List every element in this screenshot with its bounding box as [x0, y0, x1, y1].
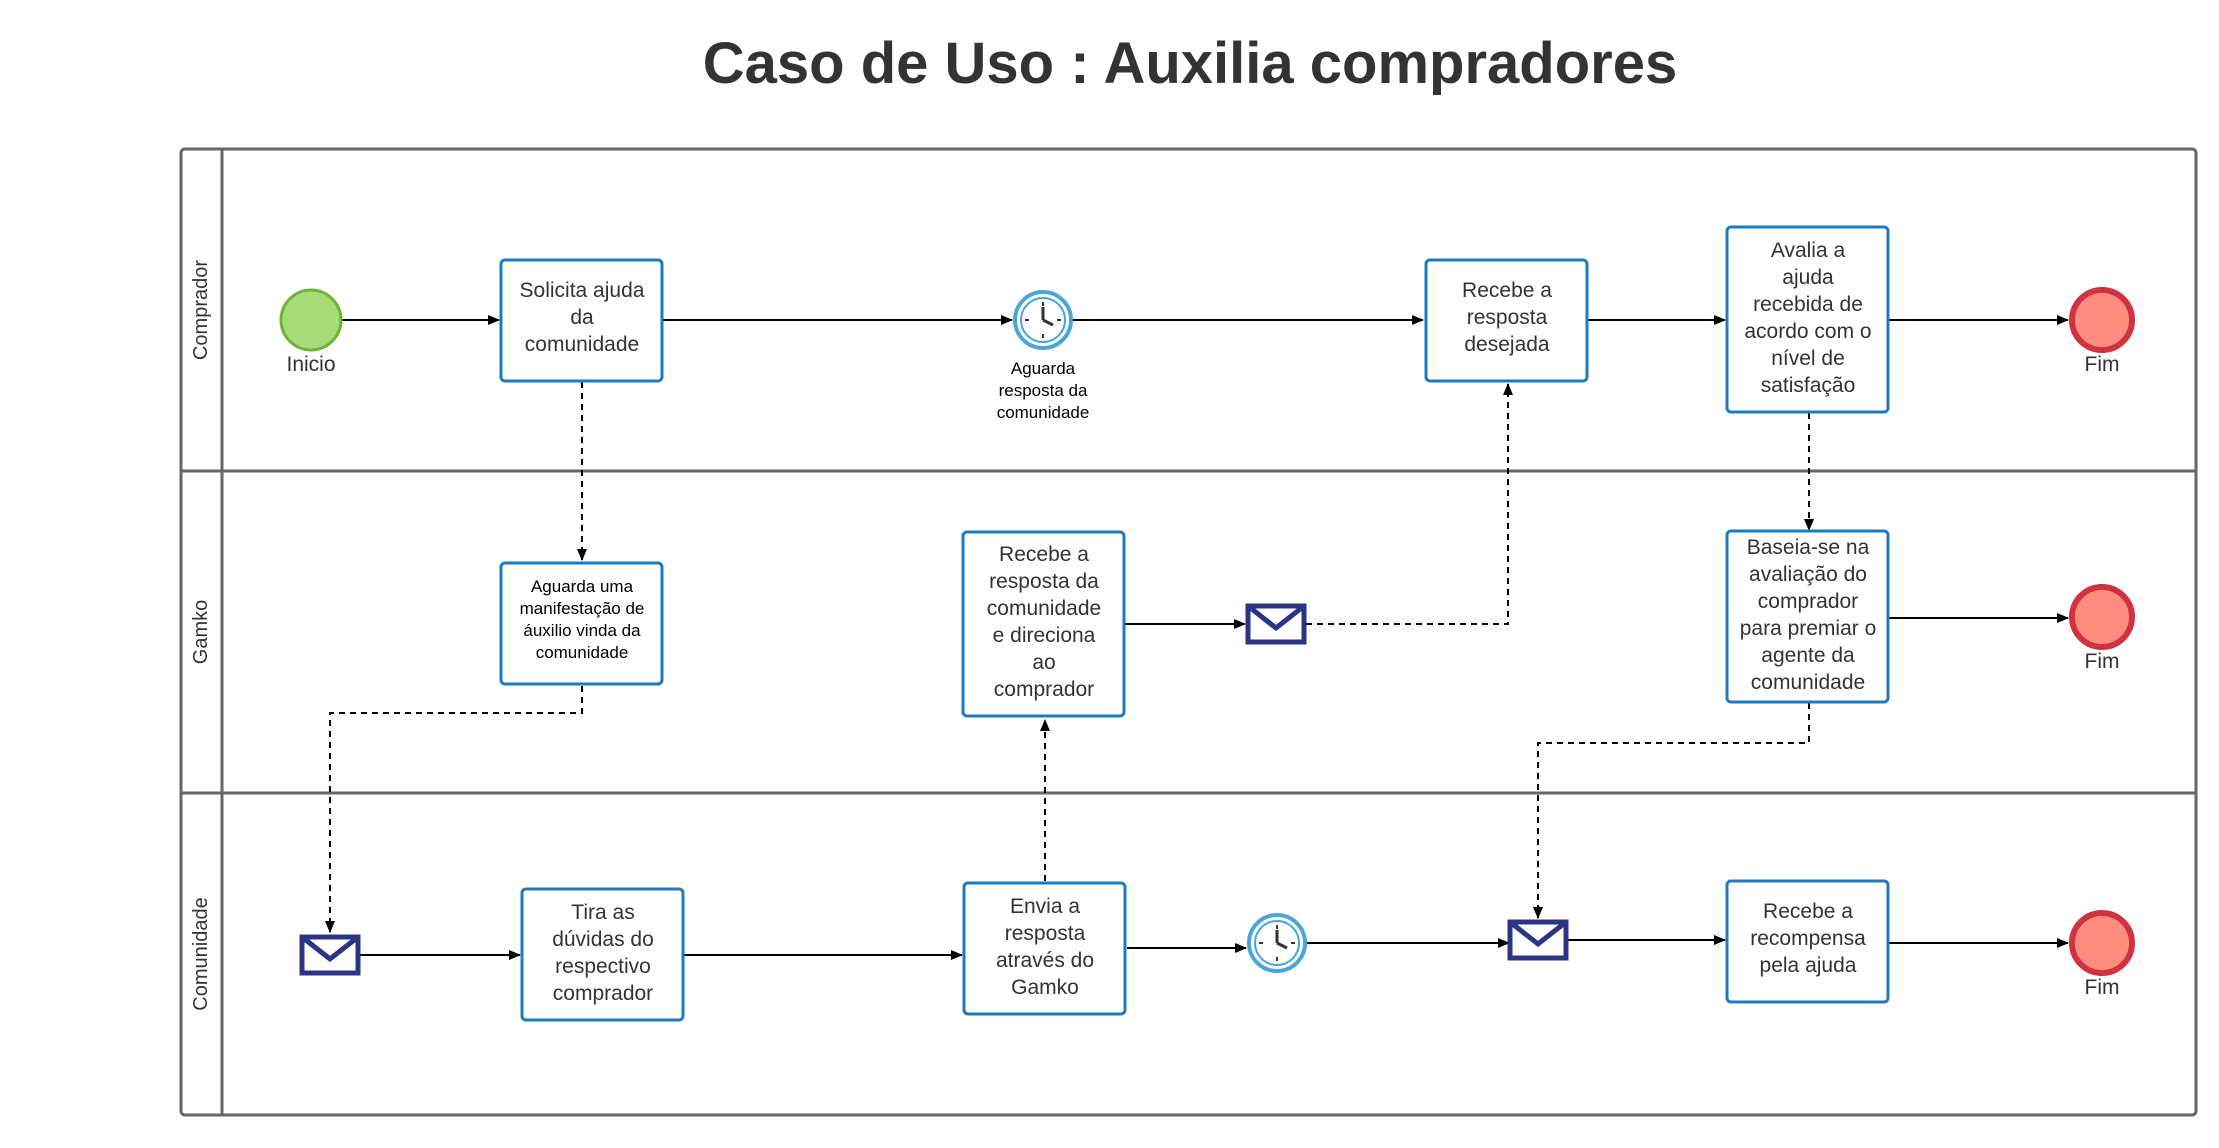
lane-label-comunidade: Comunidade: [190, 897, 212, 1010]
task-line: comunidade: [1751, 671, 1865, 694]
start-event-circle: [279, 288, 343, 352]
task-aguarda-manifestacao: Aguarda uma manifestação de áuxilio vind…: [499, 561, 664, 686]
task-line: respectivo: [555, 955, 651, 978]
task-line: recebida de: [1753, 293, 1863, 316]
end-event-label: Fim: [2085, 353, 2120, 376]
task-line: resposta da: [989, 570, 1099, 593]
task-line: áuxilio vinda da: [523, 621, 641, 640]
task-recebe-desejada: Recebe a resposta desejada: [1424, 258, 1589, 383]
start-event-label: Inicio: [286, 353, 335, 376]
task-line: Aguarda uma: [531, 577, 634, 596]
envelope-icon: [1245, 603, 1307, 645]
task-box: [1725, 879, 1890, 1004]
task-line: nível de: [1771, 347, 1845, 370]
task-box: [499, 258, 664, 383]
task-box: [499, 561, 664, 686]
task-solicita: Solicita ajuda da comunidade: [499, 258, 664, 383]
pool: Comprador Gamko Comunidade: [179, 147, 2198, 1117]
task-line: resposta: [1467, 306, 1548, 329]
end-event-label: Fim: [2085, 976, 2120, 999]
timer-event-comprador: Aguarda resposta da comunidade: [997, 290, 1090, 422]
task-line: da: [570, 306, 594, 329]
task-tira-duvidas: Tira as dúvidas do respectivo comprador: [520, 887, 685, 1022]
task-line: ajuda: [1782, 266, 1834, 289]
task-line: através do: [996, 949, 1094, 972]
task-recompensa: Recebe a recompensa pela ajuda: [1725, 879, 1890, 1004]
task-line: Recebe a: [1462, 279, 1552, 302]
task-line: comprador: [1758, 590, 1858, 613]
diagram-title: Caso de Uso : Auxilia compradores: [702, 31, 1678, 96]
timer-label-line: comunidade: [997, 403, 1090, 422]
task-line: manifestação de: [520, 599, 645, 618]
timer-label-line: resposta da: [999, 381, 1088, 400]
task-line: pela ajuda: [1760, 954, 1857, 977]
end-event-gamko: Fim: [2069, 584, 2135, 673]
task-line: Recebe a: [1763, 900, 1853, 923]
task-line: para premiar o: [1740, 617, 1877, 640]
lane-label-comprador: Comprador: [190, 260, 212, 360]
task-line: comprador: [994, 678, 1094, 701]
task-line: acordo com o: [1744, 320, 1871, 343]
message-envelope-to-recebe: [1306, 383, 1513, 625]
task-line: Tira as: [571, 901, 634, 924]
pool-border: [179, 147, 2198, 1117]
task-line: Gamko: [1011, 976, 1079, 999]
task-line: Avalia a: [1771, 239, 1846, 262]
task-box: [1725, 225, 1890, 414]
task-box: [520, 887, 685, 1022]
task-line: comunidade: [525, 333, 639, 356]
clock-icon: [1013, 290, 1073, 350]
task-line: Recebe a: [999, 543, 1089, 566]
task-line: ao: [1032, 651, 1055, 674]
message-aguarda-to-envelope: [325, 686, 583, 933]
task-line: Solicita ajuda: [520, 279, 645, 302]
end-event-comunidade: Fim: [2069, 910, 2135, 999]
start-event: Inicio: [279, 288, 343, 376]
message-event-comunidade-start: [299, 934, 361, 976]
task-box: [1725, 529, 1890, 704]
end-event-comprador: Fim: [2069, 287, 2135, 376]
envelope-icon: [1507, 919, 1569, 961]
task-line: Envia a: [1010, 895, 1080, 918]
task-envia: Envia a resposta através do Gamko: [962, 881, 1127, 1016]
clock-icon: [1247, 913, 1307, 973]
task-recebe-direciona: Recebe a resposta da comunidade e direci…: [961, 530, 1126, 718]
message-event-comunidade-mid: [1507, 919, 1569, 961]
task-baseia: Baseia-se na avaliação do comprador para…: [1725, 529, 1890, 704]
envelope-icon: [299, 934, 361, 976]
task-line: comunidade: [987, 597, 1101, 620]
end-event-label: Fim: [2085, 650, 2120, 673]
task-line: dúvidas do: [552, 928, 654, 951]
end-event-circle: [2069, 287, 2135, 353]
task-line: desejada: [1464, 333, 1550, 356]
task-avalia: Avalia a ajuda recebida de acordo com o …: [1725, 225, 1890, 414]
task-line: Baseia-se na: [1747, 536, 1870, 559]
connectors: [325, 315, 2069, 960]
task-line: resposta: [1005, 922, 1086, 945]
task-line: recompensa: [1750, 927, 1866, 950]
task-line: e direciona: [993, 624, 1096, 647]
task-line: agente da: [1761, 644, 1855, 667]
timer-event-comunidade: [1247, 913, 1307, 973]
end-event-circle: [2069, 910, 2135, 976]
end-event-circle: [2069, 584, 2135, 650]
task-line: avaliação do: [1749, 563, 1867, 586]
task-line: comunidade: [536, 643, 629, 662]
task-line: comprador: [553, 982, 653, 1005]
timer-label-line: Aguarda: [1011, 359, 1076, 378]
task-box: [961, 530, 1126, 718]
task-box: [962, 881, 1127, 1016]
task-line: satisfação: [1761, 374, 1856, 397]
message-event-gamko: [1245, 603, 1307, 645]
task-box: [1424, 258, 1589, 383]
lane-label-gamko: Gamko: [190, 600, 212, 664]
message-baseia-to-envelope: [1533, 703, 1810, 919]
